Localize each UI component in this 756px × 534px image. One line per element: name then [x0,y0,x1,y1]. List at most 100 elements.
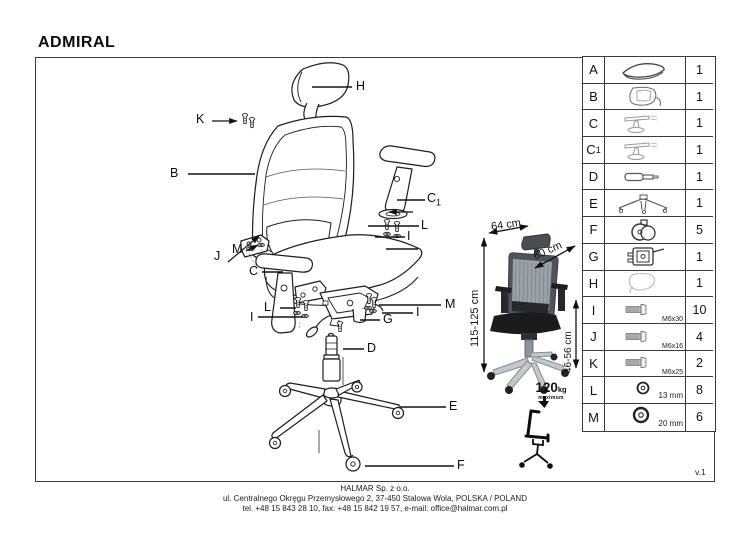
part-letter: A [583,57,605,84]
leader-lines [188,86,454,467]
page-title: ADMIRAL [38,34,116,51]
part-qty: 1 [685,270,713,298]
seat-drawing [263,234,423,307]
backrest-icon [613,85,677,109]
part-letter: J [583,323,605,351]
version-label: v.1 [695,467,706,477]
part-letter: E [583,190,605,218]
part-size-label: 13 mm [658,390,683,400]
part-qty: 1 [685,190,713,218]
part-qty: 1 [685,137,713,164]
part-size-label: M6x25 [661,369,683,377]
gas-lift-icon [613,165,677,189]
callout-k: K [196,112,205,126]
part-icon-cell: 13 mm [605,377,685,404]
part-size-label: 20 mm [658,418,683,428]
callout-i-right2: I [416,305,420,319]
part-letter: G [583,243,605,271]
dimension-height-label: 115-125 cm [469,289,481,347]
part-qty: 1 [685,57,713,84]
mechanism-icon [613,245,677,269]
part-letter: B [583,83,605,111]
seat-icon [613,58,677,82]
callout-f: F [457,458,465,472]
footer-address: ul. Centralnego Okręgu Przemysłowego 2, … [222,494,527,503]
part-letter: K [583,350,605,378]
part-qty: 1 [685,83,713,111]
max-load-label: 120kg maximum [528,381,574,401]
max-load-unit: kg [557,385,567,394]
footer-contact: tel. +48 15 843 28 10, fax: +48 15 842 1… [242,504,508,513]
callout-j: J [214,249,221,263]
part-letter: L [583,377,605,404]
callout-c1-sub: 1 [436,197,442,208]
armrest-adjustable-icon [613,138,677,162]
callout-c1-letter: C [427,191,437,205]
part-qty: 10 [685,297,713,324]
part-qty: 1 [685,243,713,271]
max-load-note: maximum [538,395,564,401]
product-photo [487,233,569,394]
dimension-arrows [480,224,580,373]
footer-company: HALMAR Sp. z o.o. [340,484,410,493]
part-letter: H [583,270,605,298]
callout-i-right: I [407,229,411,243]
part-letter: C [583,110,605,138]
part-qty: 2 [685,350,713,378]
armrest-icon [613,111,677,135]
part-icon-cell [605,137,685,164]
part-icon-cell [605,243,685,271]
headrest-icon [613,271,677,295]
callout-h: H [356,79,366,93]
headrest-screws [241,113,256,129]
part-icon-cell: 20 mm [605,403,685,431]
part-letter-sub: 1 [595,144,601,155]
part-letter: D [583,163,605,191]
max-load-icon [519,396,553,469]
part-icon-cell [605,217,685,244]
part-qty: 6 [685,403,713,431]
part-icon-cell: M6x30 [605,297,685,324]
exploded-diagram [188,62,580,472]
footer: HALMAR Sp. z o.o. ul. Centralnego Okręgu… [35,484,715,514]
part-qty: 1 [685,110,713,138]
callout-c: C [249,264,259,278]
part-icon-cell [605,190,685,218]
part-icon-cell [605,57,685,84]
base-drawing [268,379,405,472]
part-letter: M [583,403,605,431]
part-icon-cell [605,270,685,298]
callout-l-mid: L [264,300,271,314]
part-icon-cell: M6x16 [605,323,685,351]
part-icon-cell [605,163,685,191]
callout-d: D [367,341,377,355]
armrest-left-drawing [255,253,327,334]
callout-i-mid: I [250,310,254,324]
part-icon-cell: M6x25 [605,350,685,378]
part-letter: F [583,217,605,244]
part-qty: 1 [685,163,713,191]
part-size-label: M6x30 [661,315,683,323]
part-qty: 8 [685,377,713,404]
part-size-label: M6x16 [661,342,683,350]
base-icon [613,191,677,215]
max-load-value: 120 [535,380,558,395]
callout-c1: C1 [427,192,441,210]
part-icon-cell [605,83,685,111]
caster-drawing [268,381,405,472]
callout-m-right: M [445,297,456,311]
part-qty: 5 [685,217,713,244]
callout-g: G [383,312,393,326]
callout-l-right: L [421,218,428,232]
part-qty: 4 [685,323,713,351]
callout-b: B [170,166,179,180]
part-icon-cell [605,110,685,138]
caster-icon [613,218,677,242]
mechanism-drawing [305,285,384,338]
callout-m-left: M [232,242,243,256]
dimension-seat-height-label: 46-56 cm [563,331,574,373]
callout-e: E [449,399,458,413]
